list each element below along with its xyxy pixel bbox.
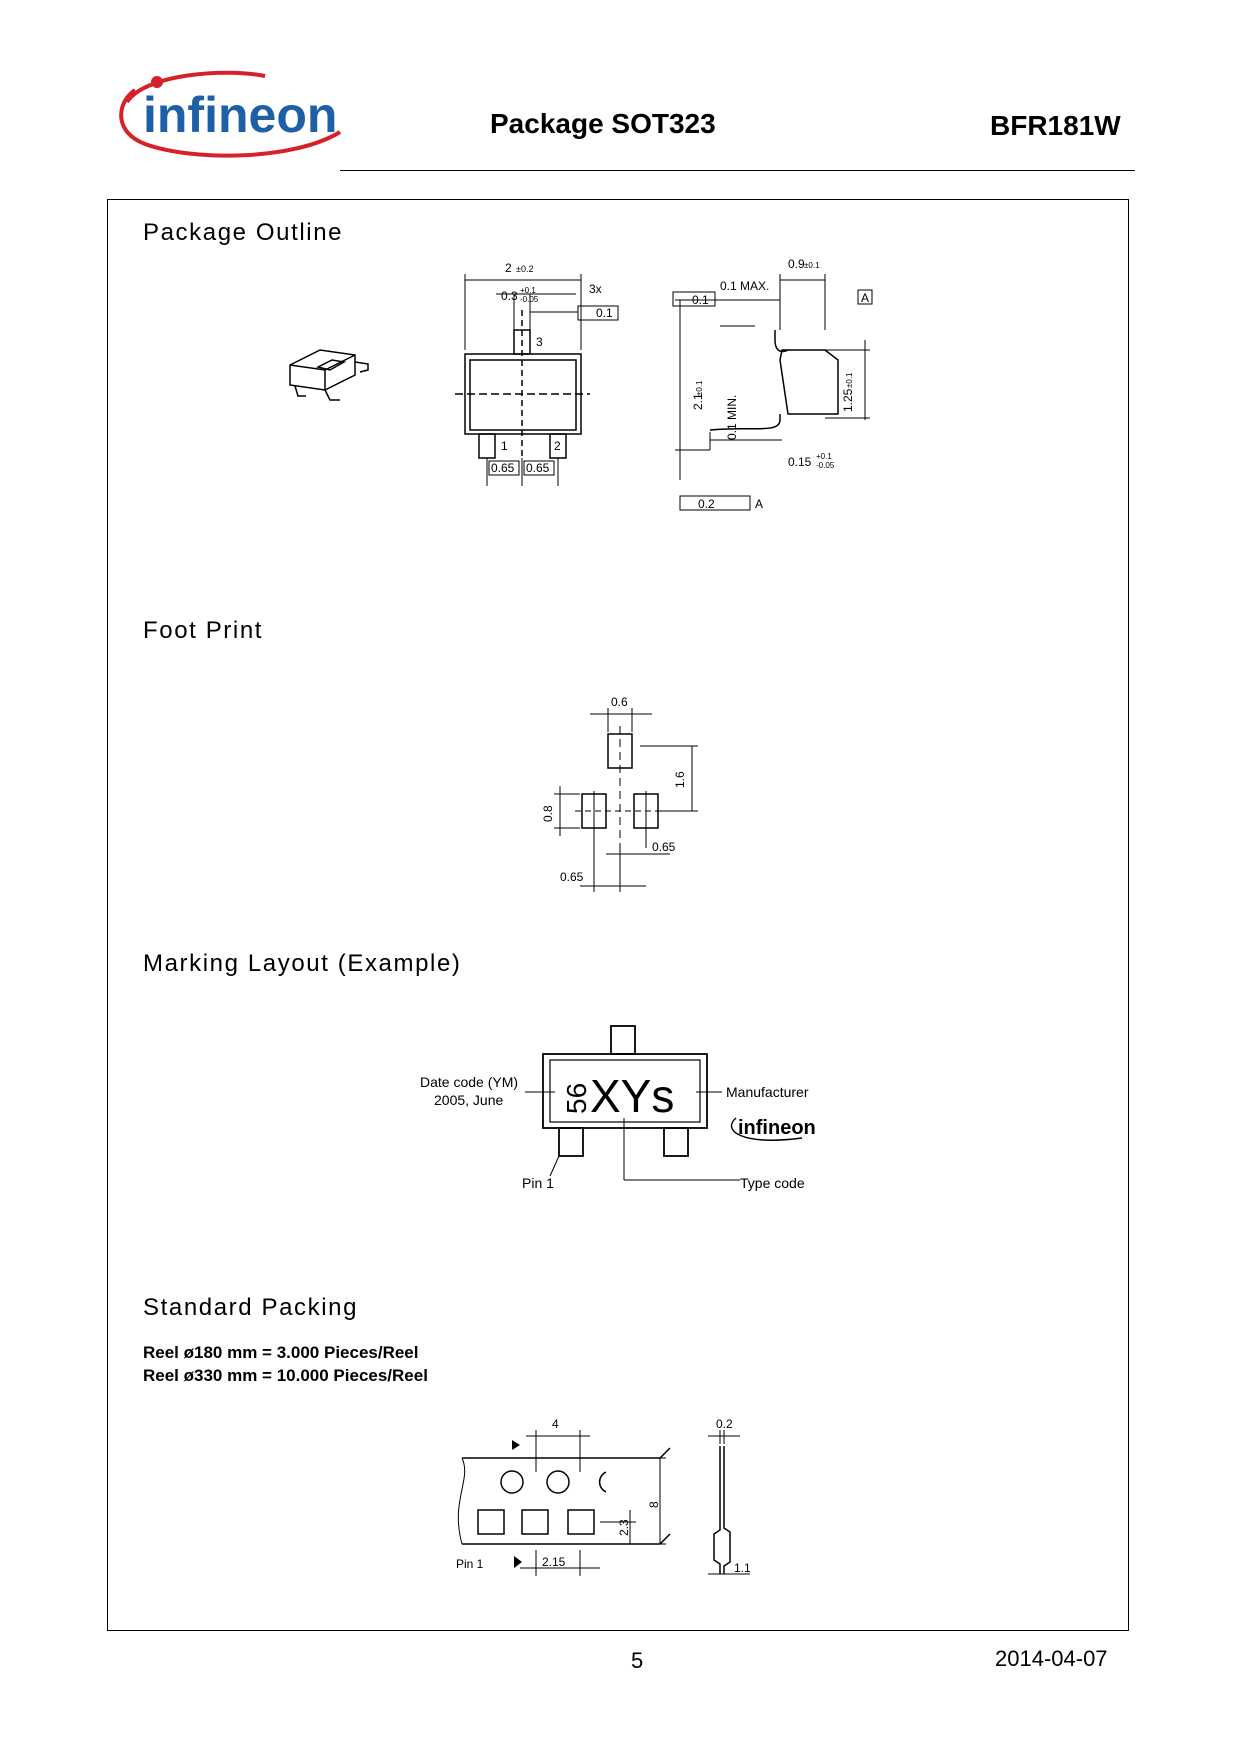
datum-a: A — [861, 291, 869, 305]
package-outline-drawing: 2 ±0.2 0.3 +0.1 -0.05 3x 0.1 3 1 2 0.65 … — [289, 257, 873, 511]
fp-dim-pitch-vertical: 1.6 — [673, 771, 687, 788]
type-code-value: XYs — [590, 1070, 674, 1122]
dim-count: 3x — [589, 282, 602, 296]
marking-lead-3 — [610, 1025, 636, 1055]
section-marking-layout: Marking Layout (Example) — [143, 950, 462, 977]
pin-3-label: 3 — [536, 335, 543, 349]
content-frame — [107, 199, 1129, 1631]
date-code-label: Date code (YM) — [420, 1074, 518, 1090]
dim-lead-thickness-minus: -0.05 — [816, 461, 835, 470]
footprint-drawing: 0.6 1.6 0.8 0.65 0.65 — [541, 695, 698, 892]
type-code-label: Type code — [740, 1175, 805, 1191]
dim-body-length-tol: ±0.1 — [695, 380, 704, 396]
dim-coplanarity: 0.2 — [698, 497, 715, 511]
pin-1-label: 1 — [501, 439, 508, 453]
tape-pocket — [521, 1509, 549, 1535]
tape-dim-pocket-offset: 2.3 — [617, 1519, 631, 1536]
part-number: BFR181W — [990, 110, 1121, 141]
dim-width: 2 — [505, 261, 512, 275]
fp-dim-pad-height: 0.8 — [541, 805, 555, 822]
pin-2-label: 2 — [554, 439, 561, 453]
section-foot-print: Foot Print — [143, 617, 264, 644]
dim-lead-tol-plus: +0.1 — [520, 286, 536, 295]
dim-height-tol: ±0.1 — [804, 261, 820, 270]
packing-reel-330: Reel ø330 mm = 10.000 Pieces/Reel — [143, 1366, 428, 1385]
tape-dim-pocket-pitch: 2.15 — [542, 1555, 566, 1569]
tape-dim-depth: 1.1 — [734, 1561, 751, 1575]
dim-flatness: 0.1 — [692, 293, 709, 307]
tape-dim-pitch: 4 — [552, 1417, 559, 1431]
section-standard-packing: Standard Packing — [143, 1294, 359, 1321]
tape-dim-thickness: 0.2 — [716, 1417, 733, 1431]
page-number: 5 — [631, 1648, 644, 1673]
section-package-outline: Package Outline — [143, 219, 344, 246]
package-side-view — [672, 274, 873, 511]
fp-dim-pitch-right: 0.65 — [652, 840, 676, 854]
dim-body-height-tol: ±0.1 — [845, 372, 854, 388]
fp-dim-pitch-left: 0.65 — [560, 870, 584, 884]
dim-position-tol: 0.1 — [596, 306, 613, 320]
dim-pitch-2: 0.65 — [526, 461, 550, 475]
dim-height-total: 0.9 — [788, 257, 805, 271]
marking-lead-2 — [663, 1127, 689, 1157]
fp-dim-pad-width: 0.6 — [611, 695, 628, 709]
dim-lead-min: 0.1 MIN. — [725, 395, 739, 440]
manufacturer-label: Manufacturer — [726, 1084, 809, 1100]
dim-width-tol: ±0.2 — [516, 264, 533, 274]
dim-lead-thickness-plus: +0.1 — [816, 452, 832, 461]
dim-lead-width: 0.3 — [501, 289, 518, 303]
document-title: Package SOT323 — [490, 108, 716, 139]
document-date: 2014-04-07 — [995, 1646, 1108, 1671]
tape-pocket — [477, 1509, 505, 1535]
dim-lead-tol-minus: -0.05 — [520, 295, 539, 304]
tape-pocket — [567, 1509, 595, 1535]
sprocket-hole — [500, 1470, 524, 1494]
header-rule — [340, 170, 1135, 171]
pin-1-label: Pin 1 — [522, 1175, 554, 1191]
manufacturer-logo-text: infineon — [738, 1117, 816, 1139]
dim-body-height: 1.25 — [841, 388, 855, 412]
date-code-example: 2005, June — [434, 1092, 503, 1108]
tape-pin-1-label: Pin 1 — [456, 1557, 484, 1571]
datum-a-ref: A — [755, 497, 763, 511]
marking-lead-1 — [558, 1127, 584, 1157]
logo-text: infineon — [143, 87, 337, 143]
dim-lead-thickness: 0.15 — [788, 455, 812, 469]
marking-layout-drawing: Date code (YM) 2005, June 56 XYs Manufac… — [420, 1025, 816, 1191]
tape-dim-width: 8 — [647, 1501, 661, 1508]
date-code-value: 56 — [561, 1083, 592, 1114]
infineon-logo: infineon — [119, 70, 342, 158]
packing-reel-180: Reel ø180 mm = 3.000 Pieces/Reel — [143, 1343, 419, 1362]
sprocket-hole — [546, 1470, 570, 1494]
dim-body-length: 2.1 — [691, 393, 705, 410]
dim-pitch-1: 0.65 — [491, 461, 515, 475]
dim-standoff-max: 0.1 MAX. — [720, 279, 769, 293]
package-3d-view — [289, 349, 369, 401]
tape-drawing: 4 8 2.3 Pin 1 2.15 0.2 1.1 — [456, 1417, 751, 1576]
package-top-view — [455, 274, 619, 486]
